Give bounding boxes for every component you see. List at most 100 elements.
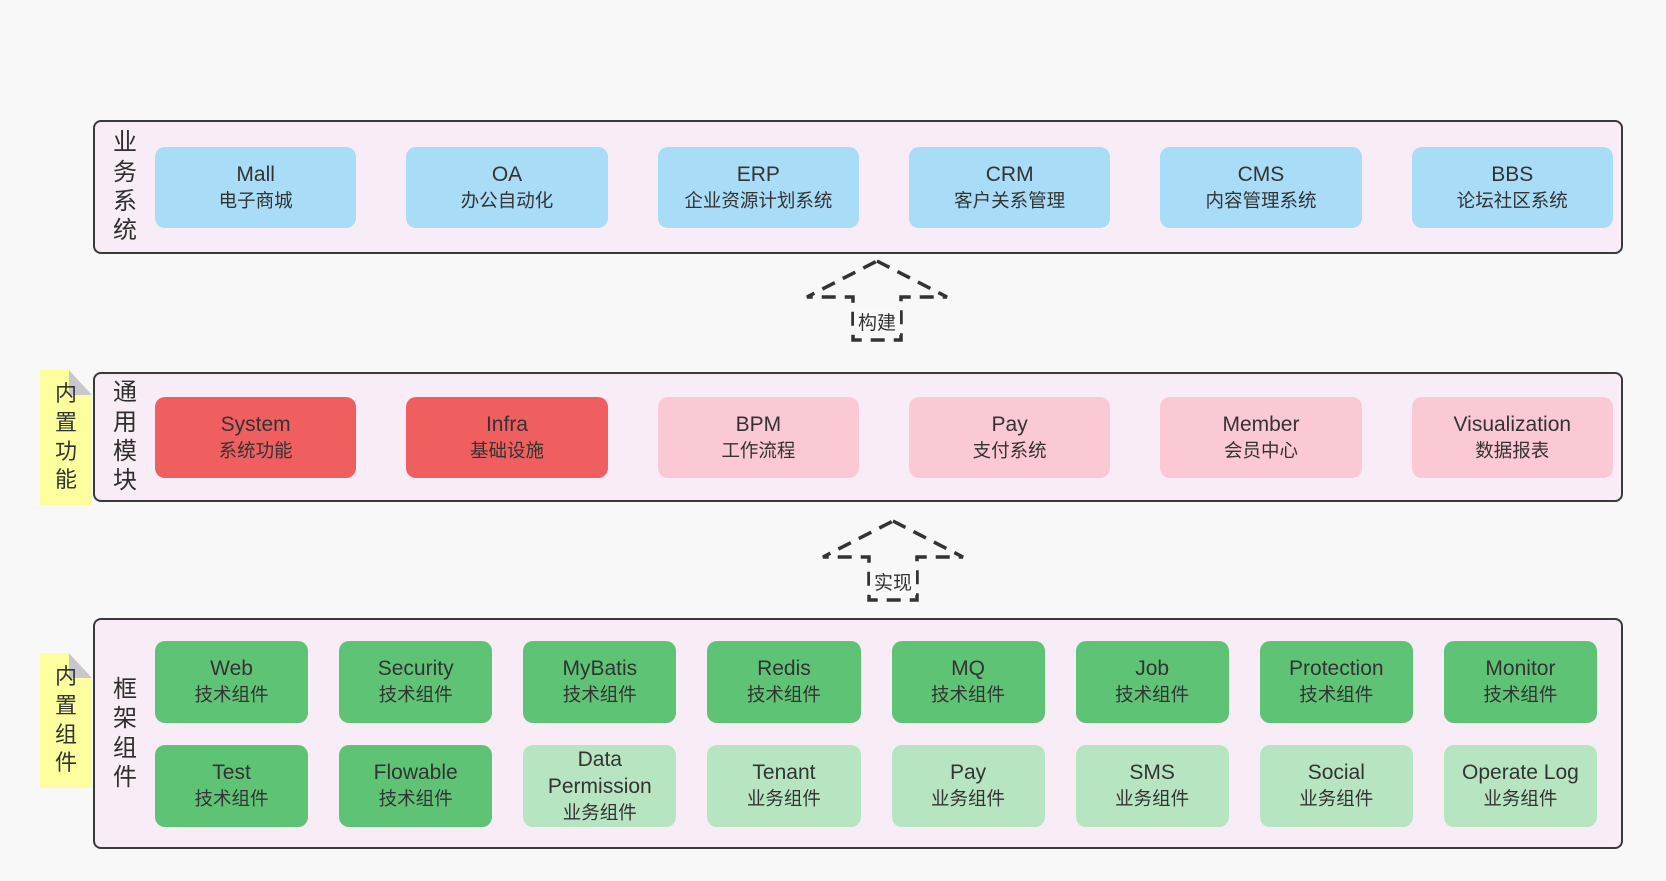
box-member: Member 会员中心 [1160, 396, 1362, 478]
box-subtitle: 办公自动化 [460, 189, 554, 211]
up-arrow-icon [822, 519, 964, 602]
box-subtitle: 数据报表 [1475, 439, 1550, 461]
box-cms: CMS 内容管理系统 [1160, 146, 1362, 228]
arrow-build: 构建 [802, 256, 952, 344]
framework-components-grid: Web 技术组件 Security 技术组件 MyBatis 技术组件 Redi… [155, 620, 1621, 847]
box-subtitle: 技术组件 [194, 684, 269, 706]
box-visualization: Visualization 数据报表 [1411, 396, 1613, 478]
sticky-note-label: 内置组件 [54, 664, 77, 776]
box-infra: Infra 基础设施 [406, 396, 608, 478]
box-title: BPM [735, 412, 782, 436]
box-erp: ERP 企业资源计划系统 [657, 146, 859, 228]
box-subtitle: 内容管理系统 [1205, 189, 1317, 211]
box-redis: Redis 技术组件 [707, 640, 861, 723]
box-test: Test 技术组件 [155, 744, 309, 827]
framework-components-panel: 框架组件 Web 技术组件 Security 技术组件 MyBatis 技术组件… [93, 618, 1623, 849]
box-subtitle: 基础设施 [469, 439, 544, 461]
box-subtitle: 业务组件 [1299, 788, 1374, 810]
box-subtitle: 工作流程 [721, 439, 796, 461]
box-title: Monitor [1485, 657, 1556, 681]
box-oa: OA 办公自动化 [406, 146, 608, 228]
box-title: Infra [485, 412, 528, 436]
box-mq: MQ 技术组件 [891, 640, 1045, 723]
box-monitor: Monitor 技术组件 [1443, 640, 1597, 723]
box-subtitle: 技术组件 [378, 684, 453, 706]
box-subtitle: 技术组件 [1115, 684, 1190, 706]
box-title: Job [1135, 657, 1170, 681]
box-subtitle: 业务组件 [1115, 788, 1190, 810]
panel-label-text: 通用模块 [113, 379, 137, 495]
panel-label-text: 框架组件 [113, 675, 137, 791]
sticky-note-builtin-features: 内置功能 [40, 370, 92, 505]
box-title: MQ [951, 657, 985, 681]
common-modules-panel: 通用模块 System 系统功能 Infra 基础设施 BPM 工作流程 Pay… [93, 372, 1623, 502]
box-title: ERP [736, 162, 780, 186]
box-title: Tenant [752, 761, 816, 785]
box-subtitle: 企业资源计划系统 [684, 189, 833, 211]
box-title: Pay [949, 761, 987, 785]
box-title: BBS [1491, 162, 1534, 186]
box-title: System [220, 412, 291, 436]
box-mybatis: MyBatis 技术组件 [523, 640, 677, 723]
box-web: Web 技术组件 [155, 640, 309, 723]
box-pay-component: Pay 业务组件 [891, 744, 1045, 827]
box-subtitle: 技术组件 [931, 684, 1006, 706]
box-subtitle: 客户关系管理 [954, 189, 1066, 211]
box-title: Web [210, 657, 253, 681]
box-tenant: Tenant 业务组件 [707, 744, 861, 827]
box-subtitle: 技术组件 [194, 788, 269, 810]
up-arrow-icon [806, 259, 948, 342]
box-subtitle: 业务组件 [562, 802, 637, 824]
box-subtitle: 技术组件 [378, 788, 453, 810]
box-bbs: BBS 论坛社区系统 [1411, 146, 1613, 228]
sticky-note-label: 内置功能 [54, 381, 77, 493]
box-title: Flowable [373, 761, 458, 785]
box-subtitle: 支付系统 [972, 439, 1047, 461]
box-title: Data Permission [547, 747, 652, 799]
box-subtitle: 论坛社区系统 [1456, 189, 1568, 211]
box-title: CMS [1237, 162, 1285, 186]
box-title: OA [491, 162, 523, 186]
box-subtitle: 业务组件 [746, 788, 821, 810]
box-data-permission: Data Permission 业务组件 [523, 744, 677, 827]
box-title: Member [1222, 412, 1300, 436]
box-title: SMS [1129, 761, 1175, 785]
box-title: Security [377, 657, 454, 681]
box-title: CRM [985, 162, 1034, 186]
box-subtitle: 系统功能 [218, 439, 293, 461]
panel-label-framework-components: 框架组件 [95, 620, 155, 847]
arrow-implement-label: 实现 [869, 568, 917, 595]
box-title: Operate Log [1462, 761, 1579, 785]
box-operate-log: Operate Log 业务组件 [1443, 744, 1597, 827]
box-title: Social [1307, 761, 1365, 785]
box-subtitle: 会员中心 [1223, 439, 1298, 461]
arrow-build-label: 构建 [853, 308, 901, 335]
sticky-note-builtin-components: 内置组件 [40, 653, 92, 788]
box-flowable: Flowable 技术组件 [339, 744, 493, 827]
components-row-1: Web 技术组件 Security 技术组件 MyBatis 技术组件 Redi… [155, 640, 1597, 723]
box-crm: CRM 客户关系管理 [908, 146, 1111, 228]
box-pay-module: Pay 支付系统 [908, 396, 1111, 478]
business-systems-panel: 业务系统 Mall 电子商城 OA 办公自动化 ERP 企业资源计划系统 CRM… [93, 120, 1623, 254]
panel-label-text: 业务系统 [113, 129, 137, 245]
box-title: Pay [991, 412, 1028, 436]
box-subtitle: 电子商城 [218, 189, 293, 211]
box-protection: Protection 技术组件 [1259, 640, 1413, 723]
arrow-implement: 实现 [818, 516, 968, 604]
box-title: Mall [236, 162, 275, 186]
box-mall: Mall 电子商城 [155, 146, 357, 228]
box-title: MyBatis [562, 657, 638, 681]
box-title: Redis [757, 657, 811, 681]
box-security: Security 技术组件 [339, 640, 493, 723]
box-subtitle: 技术组件 [562, 684, 637, 706]
box-subtitle: 技术组件 [1483, 684, 1558, 706]
box-job: Job 技术组件 [1075, 640, 1229, 723]
common-modules-row: System 系统功能 Infra 基础设施 BPM 工作流程 Pay 支付系统… [155, 374, 1621, 500]
box-bpm: BPM 工作流程 [657, 396, 859, 478]
panel-label-business-systems: 业务系统 [95, 122, 155, 252]
business-systems-row: Mall 电子商城 OA 办公自动化 ERP 企业资源计划系统 CRM 客户关系… [155, 122, 1621, 252]
box-subtitle: 业务组件 [1483, 788, 1558, 810]
box-subtitle: 技术组件 [1299, 684, 1374, 706]
box-social: Social 业务组件 [1259, 744, 1413, 827]
